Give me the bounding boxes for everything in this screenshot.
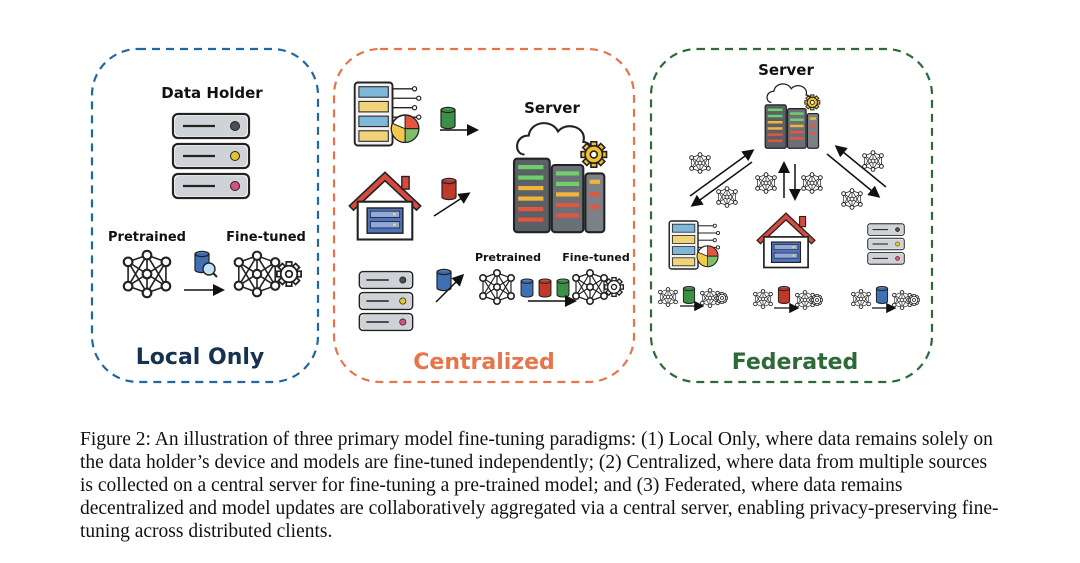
finetuned-model-icon [233, 250, 281, 298]
fed-arrow-right-down [826, 153, 881, 198]
central-server-label: Server [524, 99, 580, 117]
figure-caption: Figure 2: An illustration of three prima… [80, 429, 999, 542]
fed-update-model-5 [862, 150, 884, 172]
pretrained-model-icon [122, 249, 172, 299]
fed-client-house-icon [756, 212, 816, 269]
fed-update-model-3 [755, 172, 777, 194]
central-finetuned-gear-icon [603, 276, 625, 298]
fed-arrow-left-up [689, 149, 755, 197]
data-upload-icon-green [440, 106, 456, 130]
data-holder-server-icon [171, 112, 251, 200]
client-server-icon [358, 270, 414, 332]
centralized-title: Centralized [413, 350, 555, 375]
finetuned-label: Fine-tuned [226, 230, 306, 245]
panel-local-only: Data Holder Pretrained Fine-tuned Local … [90, 47, 320, 384]
panel-federated: Server [649, 47, 934, 384]
central-data-blue [520, 278, 534, 298]
central-finetuned-label: Fine-tuned [562, 251, 629, 264]
fed-client-3-training [851, 286, 920, 314]
federated-server-label: Server [758, 61, 814, 79]
pretrained-label: Pretrained [108, 230, 186, 245]
fed-arrow-left-down [690, 161, 753, 207]
data-upload-icon-blue [436, 268, 452, 292]
fed-update-model-6 [841, 188, 863, 210]
fed-update-model-2 [716, 186, 738, 208]
local-only-title: Local Only [136, 345, 264, 370]
data-holder-label: Data Holder [161, 84, 263, 102]
federated-server-icon [764, 83, 821, 149]
upload-arrow-2 [433, 192, 471, 217]
centralized-frame [332, 47, 636, 384]
fed-update-model-1 [689, 152, 711, 174]
fed-update-model-4 [801, 172, 823, 194]
client-rack-icon [353, 81, 422, 147]
fed-client-server-icon [867, 223, 905, 265]
central-data-red [538, 278, 552, 298]
fed-client-1-training [658, 286, 728, 312]
panel-centralized: Server Pretrained Fine-tuned Centralized [332, 47, 636, 384]
client-house-icon [347, 170, 423, 241]
federated-title: Federated [732, 350, 859, 375]
central-server-icon [512, 122, 608, 234]
fed-arrow-right-up [834, 145, 887, 188]
finetuned-gear-icon [276, 261, 302, 287]
local-data-search-icon [194, 250, 218, 278]
central-pretrained-model-icon [478, 268, 516, 306]
local-only-frame [90, 47, 320, 384]
central-finetuned-model-icon [571, 268, 609, 306]
paradigms-diagram: Data Holder Pretrained Fine-tuned Local … [90, 47, 934, 384]
central-pretrained-label: Pretrained [475, 251, 541, 264]
upload-arrow-3 [435, 273, 465, 303]
fed-client-rack-icon [668, 220, 721, 270]
fed-client-2-training [753, 286, 823, 314]
data-upload-icon-red [441, 177, 457, 201]
federated-frame [649, 47, 934, 384]
central-data-green [556, 278, 570, 298]
